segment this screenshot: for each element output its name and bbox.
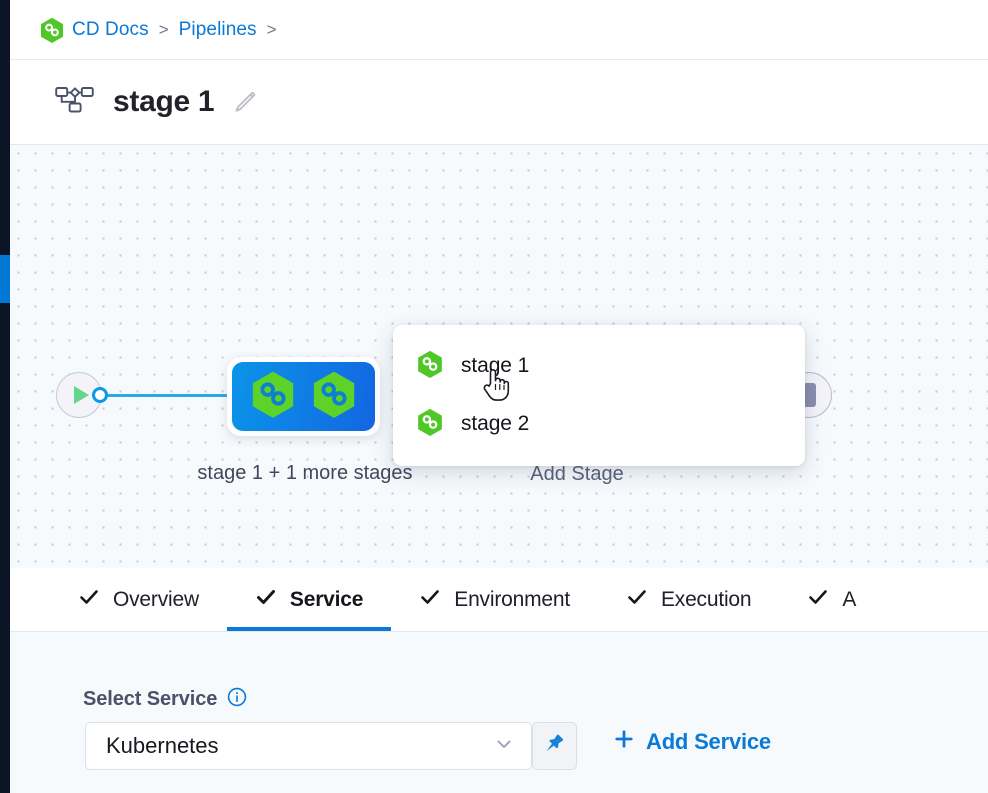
add-service-button[interactable]: Add Service — [613, 728, 771, 755]
pipeline-connector-line — [106, 394, 240, 397]
stage-group-caption: stage 1 + 1 more stages — [197, 462, 413, 484]
plus-icon — [613, 728, 635, 755]
stage-group-node[interactable] — [227, 357, 380, 436]
pipeline-start-node[interactable] — [56, 372, 102, 418]
harness-hex-icon — [417, 408, 443, 441]
popup-item-stage-2[interactable]: stage 2 — [393, 403, 805, 445]
harness-hex-icon — [417, 350, 443, 383]
popup-item-label: stage 1 — [461, 354, 530, 377]
tab-label: Service — [289, 587, 364, 611]
stage-group-node-body[interactable] — [232, 362, 375, 431]
tab-execution[interactable]: Execution — [598, 568, 779, 631]
select-service-label-row: Select Service — [83, 687, 247, 712]
tab-label: A — [842, 587, 857, 611]
stop-icon — [802, 383, 816, 407]
service-config-panel: Select Service Kubernetes — [10, 632, 988, 793]
check-icon — [255, 586, 277, 613]
nav-rail-active-indicator[interactable] — [0, 255, 10, 303]
tab-label: Environment — [454, 587, 570, 611]
page-title: stage 1 — [113, 85, 215, 118]
add-stage-label: Add Stage — [530, 463, 624, 485]
popup-item-stage-1[interactable]: stage 1 — [393, 345, 805, 387]
stage-config-tabs: Overview Service Environment Execution A — [10, 568, 988, 632]
tab-environment[interactable]: Environment — [391, 568, 598, 631]
page-title-bar: stage 1 — [10, 60, 988, 145]
breadcrumb-item-cd-docs[interactable]: CD Docs — [72, 18, 149, 40]
breadcrumb: CD Docs > Pipelines > — [10, 0, 988, 60]
service-select[interactable]: Kubernetes — [85, 722, 532, 770]
check-icon — [807, 586, 829, 613]
tab-label: Overview — [113, 587, 199, 611]
tab-label: Execution — [660, 587, 752, 611]
pipeline-nodes-icon — [55, 85, 95, 120]
breadcrumb-item-pipelines[interactable]: Pipelines — [178, 18, 257, 40]
left-nav-rail — [0, 0, 10, 793]
add-service-label: Add Service — [646, 728, 771, 754]
pin-service-button[interactable] — [532, 722, 577, 770]
check-icon — [626, 586, 648, 613]
check-icon — [419, 586, 441, 613]
chevron-down-icon — [493, 733, 515, 760]
harness-hex-icon — [251, 370, 295, 423]
pin-icon — [544, 733, 566, 760]
play-icon — [73, 386, 89, 404]
pencil-icon[interactable] — [232, 89, 258, 115]
tab-advanced[interactable]: A — [779, 568, 884, 631]
harness-hex-icon — [312, 370, 356, 423]
breadcrumb-separator: > — [266, 19, 277, 39]
tab-service[interactable]: Service — [226, 568, 392, 631]
tab-overview[interactable]: Overview — [50, 568, 227, 631]
harness-hex-icon — [40, 17, 64, 43]
breadcrumb-separator: > — [158, 19, 169, 39]
info-icon[interactable] — [227, 687, 247, 712]
start-connector-dot[interactable] — [92, 387, 108, 403]
service-select-value: Kubernetes — [106, 733, 219, 758]
popup-item-label: stage 2 — [461, 412, 530, 435]
check-icon — [78, 586, 100, 613]
select-service-label: Select Service — [83, 688, 218, 710]
stage-list-popup: stage 1 stage 2 — [393, 325, 805, 466]
